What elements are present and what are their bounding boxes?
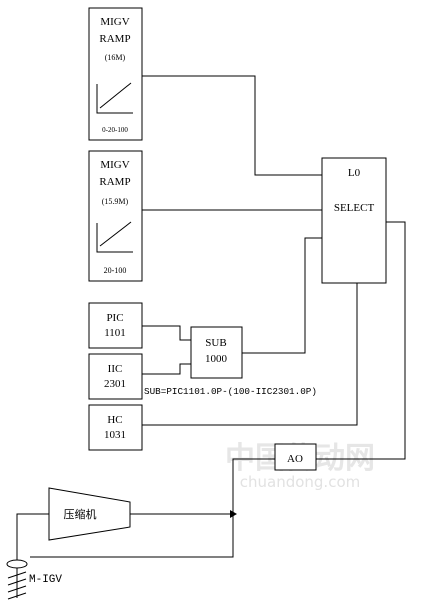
block-iic-2301: IIC 2301 (88, 353, 143, 400)
hc-line1: HC (107, 414, 122, 426)
ramp1-line2: RAMP (99, 33, 130, 45)
select-line2: SELECT (334, 202, 375, 214)
line-select-ao (316, 221, 406, 460)
signal-lines (16, 75, 406, 560)
hc-line2: 1031 (104, 429, 126, 441)
ramp1-line1: MIGV (100, 16, 129, 28)
igv-vane-icon (6, 559, 28, 600)
arrow-compressor-out (230, 510, 237, 518)
select-line1: L0 (348, 167, 361, 179)
block-pic-1101: PIC 1101 (88, 302, 143, 349)
ramp1-range: 0-20-100 (102, 126, 128, 134)
block-lo-select: L0 SELECT (321, 157, 387, 284)
compressor-label: 压缩机 (64, 507, 97, 521)
block-hc-1031: HC 1031 (88, 404, 143, 451)
ramp2-range: 20-100 (104, 266, 127, 275)
ramp2-trend-icon (96, 221, 133, 253)
ramp2-param: (15.9M) (102, 197, 129, 206)
line-ao-vane (30, 458, 275, 558)
igv-label: M-IGV (29, 574, 62, 586)
ramp2-line2: RAMP (99, 176, 130, 188)
pic-line1: PIC (106, 312, 123, 324)
ramp1-param: (16M) (105, 53, 126, 62)
iic-line2: 2301 (104, 378, 126, 390)
ramp1-trend-icon (96, 82, 133, 114)
line-ramp1-select (142, 75, 322, 176)
line-compressor-in (16, 513, 49, 560)
sub-line1: SUB (205, 337, 226, 349)
line-sub-select (242, 237, 322, 354)
block-sub-1000: SUB 1000 (190, 326, 243, 379)
watermark-en: chuandong.com (240, 473, 361, 491)
block-migv-ramp-15-9m: MIGV RAMP (15.9M) 20-100 (88, 150, 143, 282)
iic-line1: IIC (108, 363, 123, 375)
pic-line2: 1101 (104, 327, 126, 339)
line-pic-sub (142, 325, 191, 341)
sub-formula: SUB=PIC1101.0P-(100-IIC2301.0P) (144, 386, 317, 397)
ramp2-line1: MIGV (100, 159, 129, 171)
ao-label: AO (287, 453, 303, 465)
block-ao: AO (274, 443, 317, 471)
line-iic-sub (142, 363, 191, 375)
line-hc-select (142, 283, 358, 426)
block-compressor: 压缩机 (48, 487, 131, 541)
sub-line2: 1000 (205, 353, 228, 365)
block-migv-ramp-16m: MIGV RAMP (16M) 0-20-100 (88, 7, 143, 141)
